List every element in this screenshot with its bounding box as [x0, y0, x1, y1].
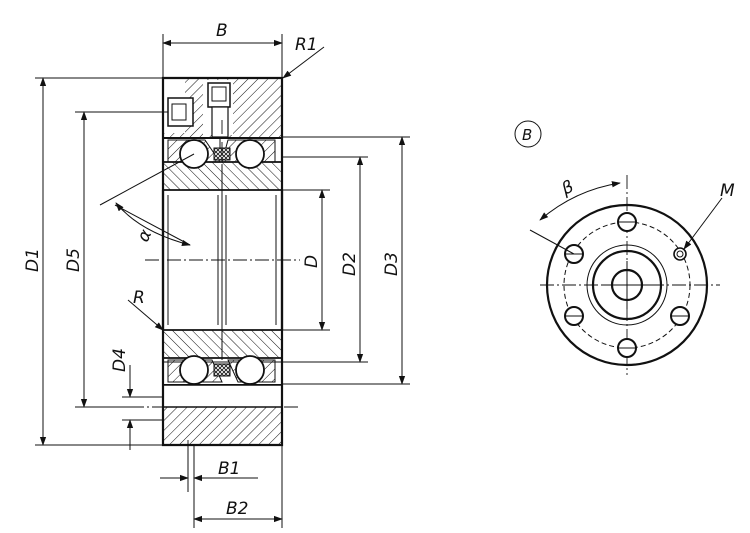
flange-outer-circle [545, 203, 709, 367]
dim-b-label: B [216, 21, 228, 41]
view-marker-circle [514, 120, 542, 148]
view-b: B M [514, 120, 735, 375]
dim-b2-label: B2 [226, 499, 248, 519]
dimensions: B R1 D1 D5 α R D4 D [23, 21, 410, 528]
dim-d1-label: D1 [23, 248, 43, 272]
bolt-hole-icon [564, 212, 690, 358]
dim-d4-label: D4 [110, 348, 130, 372]
dim-d3-label: D3 [382, 252, 402, 276]
ball-icon [179, 139, 265, 385]
dim-alpha-label: α [133, 226, 156, 245]
dim-d5-label: D5 [64, 248, 84, 272]
dim-beta-label: β [558, 177, 577, 200]
dim-m-label: M [720, 181, 735, 201]
dim-d2-label: D2 [340, 252, 360, 276]
dim-b1-label: B1 [218, 459, 240, 479]
dim-d-label: D [302, 255, 322, 268]
dim-r1-label: R1 [295, 35, 318, 55]
outer-ring-bottom [162, 384, 283, 446]
section-view [130, 76, 300, 485]
thread-hole-icon [673, 247, 687, 261]
dim-r-label: R [133, 288, 145, 308]
view-b-marker: B [522, 126, 532, 144]
grease-fitting-icon [167, 82, 231, 160]
